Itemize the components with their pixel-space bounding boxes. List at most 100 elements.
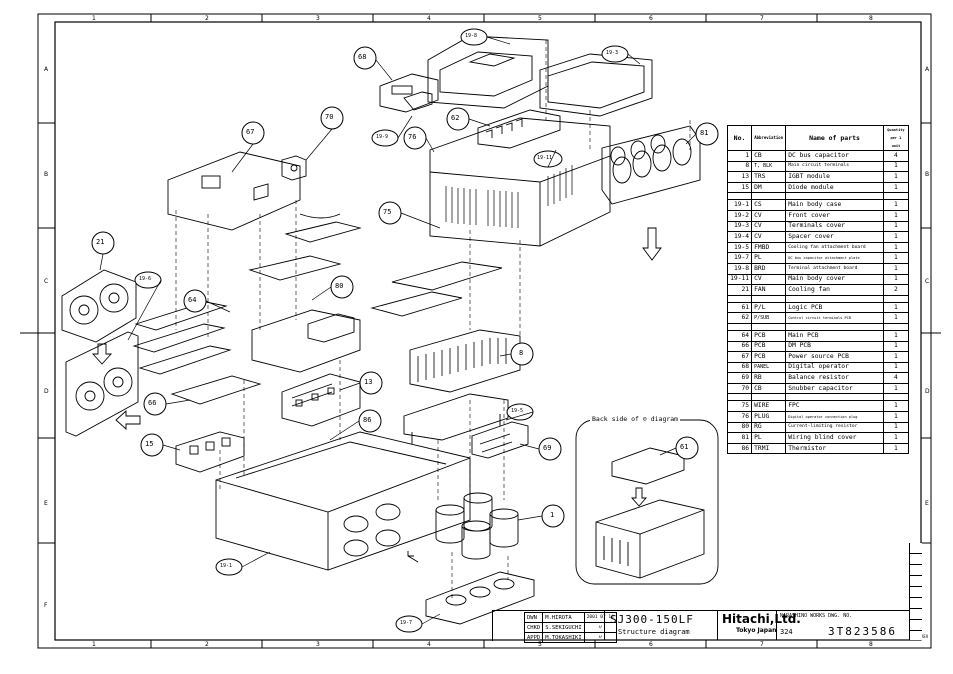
part-abbreviation: BRD bbox=[751, 262, 787, 275]
part-number: 66 bbox=[726, 340, 753, 353]
grid-col-6-bottom: 6 bbox=[649, 641, 653, 648]
part-abbreviation: T, BLK bbox=[751, 160, 787, 173]
callout-21: 21 bbox=[96, 238, 105, 246]
part-abbreviation: P/L bbox=[751, 301, 787, 314]
part-name: Balance resistor bbox=[785, 372, 884, 384]
callout-13: 13 bbox=[364, 378, 373, 386]
grid-col-5-bottom: 5 bbox=[538, 641, 542, 648]
part-name: Digital operator connection plug bbox=[785, 411, 884, 423]
part-number: 19-5 bbox=[726, 241, 753, 254]
revision-label: REV bbox=[921, 634, 929, 639]
callout-19-9: 19-9 bbox=[376, 134, 389, 140]
company-cell bbox=[716, 610, 777, 640]
grid-col-7-bottom: 7 bbox=[760, 641, 764, 648]
part-quantity: 1 bbox=[882, 421, 910, 434]
part-quantity: 1 bbox=[882, 209, 910, 222]
grid-col-3-bottom: 3 bbox=[316, 641, 320, 648]
part-name: Main body case bbox=[785, 199, 884, 211]
appd-name: M.TOKASHIKI bbox=[542, 632, 585, 643]
igbt-module-sketch bbox=[281, 373, 361, 427]
part-number: 19-8 bbox=[726, 262, 753, 275]
spacer-cell bbox=[785, 393, 884, 402]
spacer-cell bbox=[726, 322, 753, 331]
works-code: 324 bbox=[780, 628, 793, 636]
part-number: 19-4 bbox=[726, 231, 753, 243]
part-quantity: 1 bbox=[882, 160, 910, 173]
part-abbreviation: FAN bbox=[751, 284, 787, 296]
part-abbreviation: CB bbox=[751, 382, 787, 395]
back-side-body-sketch bbox=[595, 499, 705, 579]
model-name: SJ300-150LF bbox=[610, 613, 694, 626]
part-quantity: 1 bbox=[882, 231, 910, 243]
part-number: 19-2 bbox=[726, 209, 753, 222]
callout-19-6: 19-6 bbox=[139, 276, 152, 282]
grid-col-5: 5 bbox=[538, 15, 542, 22]
revision-cells bbox=[909, 543, 922, 640]
part-name: Diode module bbox=[785, 181, 884, 194]
drawing-subtitle: Structure diagram bbox=[618, 628, 690, 636]
part-name: DC bus capacitor bbox=[785, 150, 884, 162]
callout-19-3: 19-3 bbox=[606, 50, 619, 56]
grid-col-3: 3 bbox=[316, 15, 320, 22]
part-quantity: 1 bbox=[882, 262, 910, 275]
parts-table-spacer bbox=[726, 322, 910, 331]
part-name: Main circuit terminals bbox=[785, 160, 884, 173]
callout-1: 1 bbox=[550, 511, 555, 519]
spacer-cell bbox=[785, 322, 884, 331]
part-number: 19-1 bbox=[726, 199, 753, 211]
spacer-cell bbox=[751, 192, 787, 201]
leader-lines bbox=[99, 36, 697, 625]
callout-19-5: 19-5 bbox=[511, 408, 524, 414]
power-pcb-sketch bbox=[167, 151, 301, 231]
approval-block: DWN M.HIROTA 2001 07 14 CHKD S.SEKIGUCHI… bbox=[523, 612, 617, 643]
part-name: FPC bbox=[785, 400, 884, 413]
part-number: 81 bbox=[726, 432, 753, 444]
part-number: 86 bbox=[726, 442, 753, 455]
part-name: Control circuit terminals PCB bbox=[785, 312, 884, 324]
part-name: Spacer cover bbox=[785, 231, 884, 243]
part-quantity: 1 bbox=[882, 340, 910, 353]
fan-attachment-board-sketch bbox=[65, 331, 139, 437]
grid-col-8-bottom: 8 bbox=[869, 641, 873, 648]
company-location: Tokyo Japan bbox=[736, 627, 777, 634]
parts-table-header: No. Abbreviation Name of parts Quantity … bbox=[726, 125, 910, 151]
part-number: 69 bbox=[726, 372, 753, 384]
spacer-cell bbox=[726, 192, 753, 201]
wiring-blind-cover-sketch bbox=[601, 125, 701, 205]
parts-table-spacer bbox=[726, 192, 910, 201]
part-name: Cooling fan bbox=[785, 284, 884, 296]
part-abbreviation: CV bbox=[751, 220, 787, 233]
part-name: Terminal attachment board bbox=[785, 262, 884, 275]
part-name: Thermistor bbox=[785, 442, 884, 455]
part-abbreviation: P/SUB bbox=[751, 312, 787, 324]
grid-row-b-right: B bbox=[925, 171, 930, 178]
part-quantity: 1 bbox=[882, 312, 910, 324]
callout-64: 64 bbox=[188, 296, 197, 304]
digital-operator-sketch bbox=[379, 73, 439, 113]
part-number: 80 bbox=[726, 421, 753, 434]
part-quantity: 1 bbox=[882, 171, 910, 183]
callout-19-7: 19-7 bbox=[400, 620, 413, 626]
part-name: Current-limiting resistor bbox=[785, 421, 884, 434]
part-number: 70 bbox=[726, 382, 753, 395]
terminal-attachment-board-sketch bbox=[403, 393, 509, 441]
callout-8: 8 bbox=[519, 349, 524, 357]
part-name: Digital operator bbox=[785, 361, 884, 374]
part-abbreviation: FMBD bbox=[751, 241, 787, 254]
part-name: Front cover bbox=[785, 209, 884, 222]
grid-col-1: 1 bbox=[92, 15, 96, 22]
part-abbreviation: TRS bbox=[751, 171, 787, 183]
part-abbreviation: PCB bbox=[751, 340, 787, 353]
parts-table-spacer bbox=[726, 294, 910, 303]
